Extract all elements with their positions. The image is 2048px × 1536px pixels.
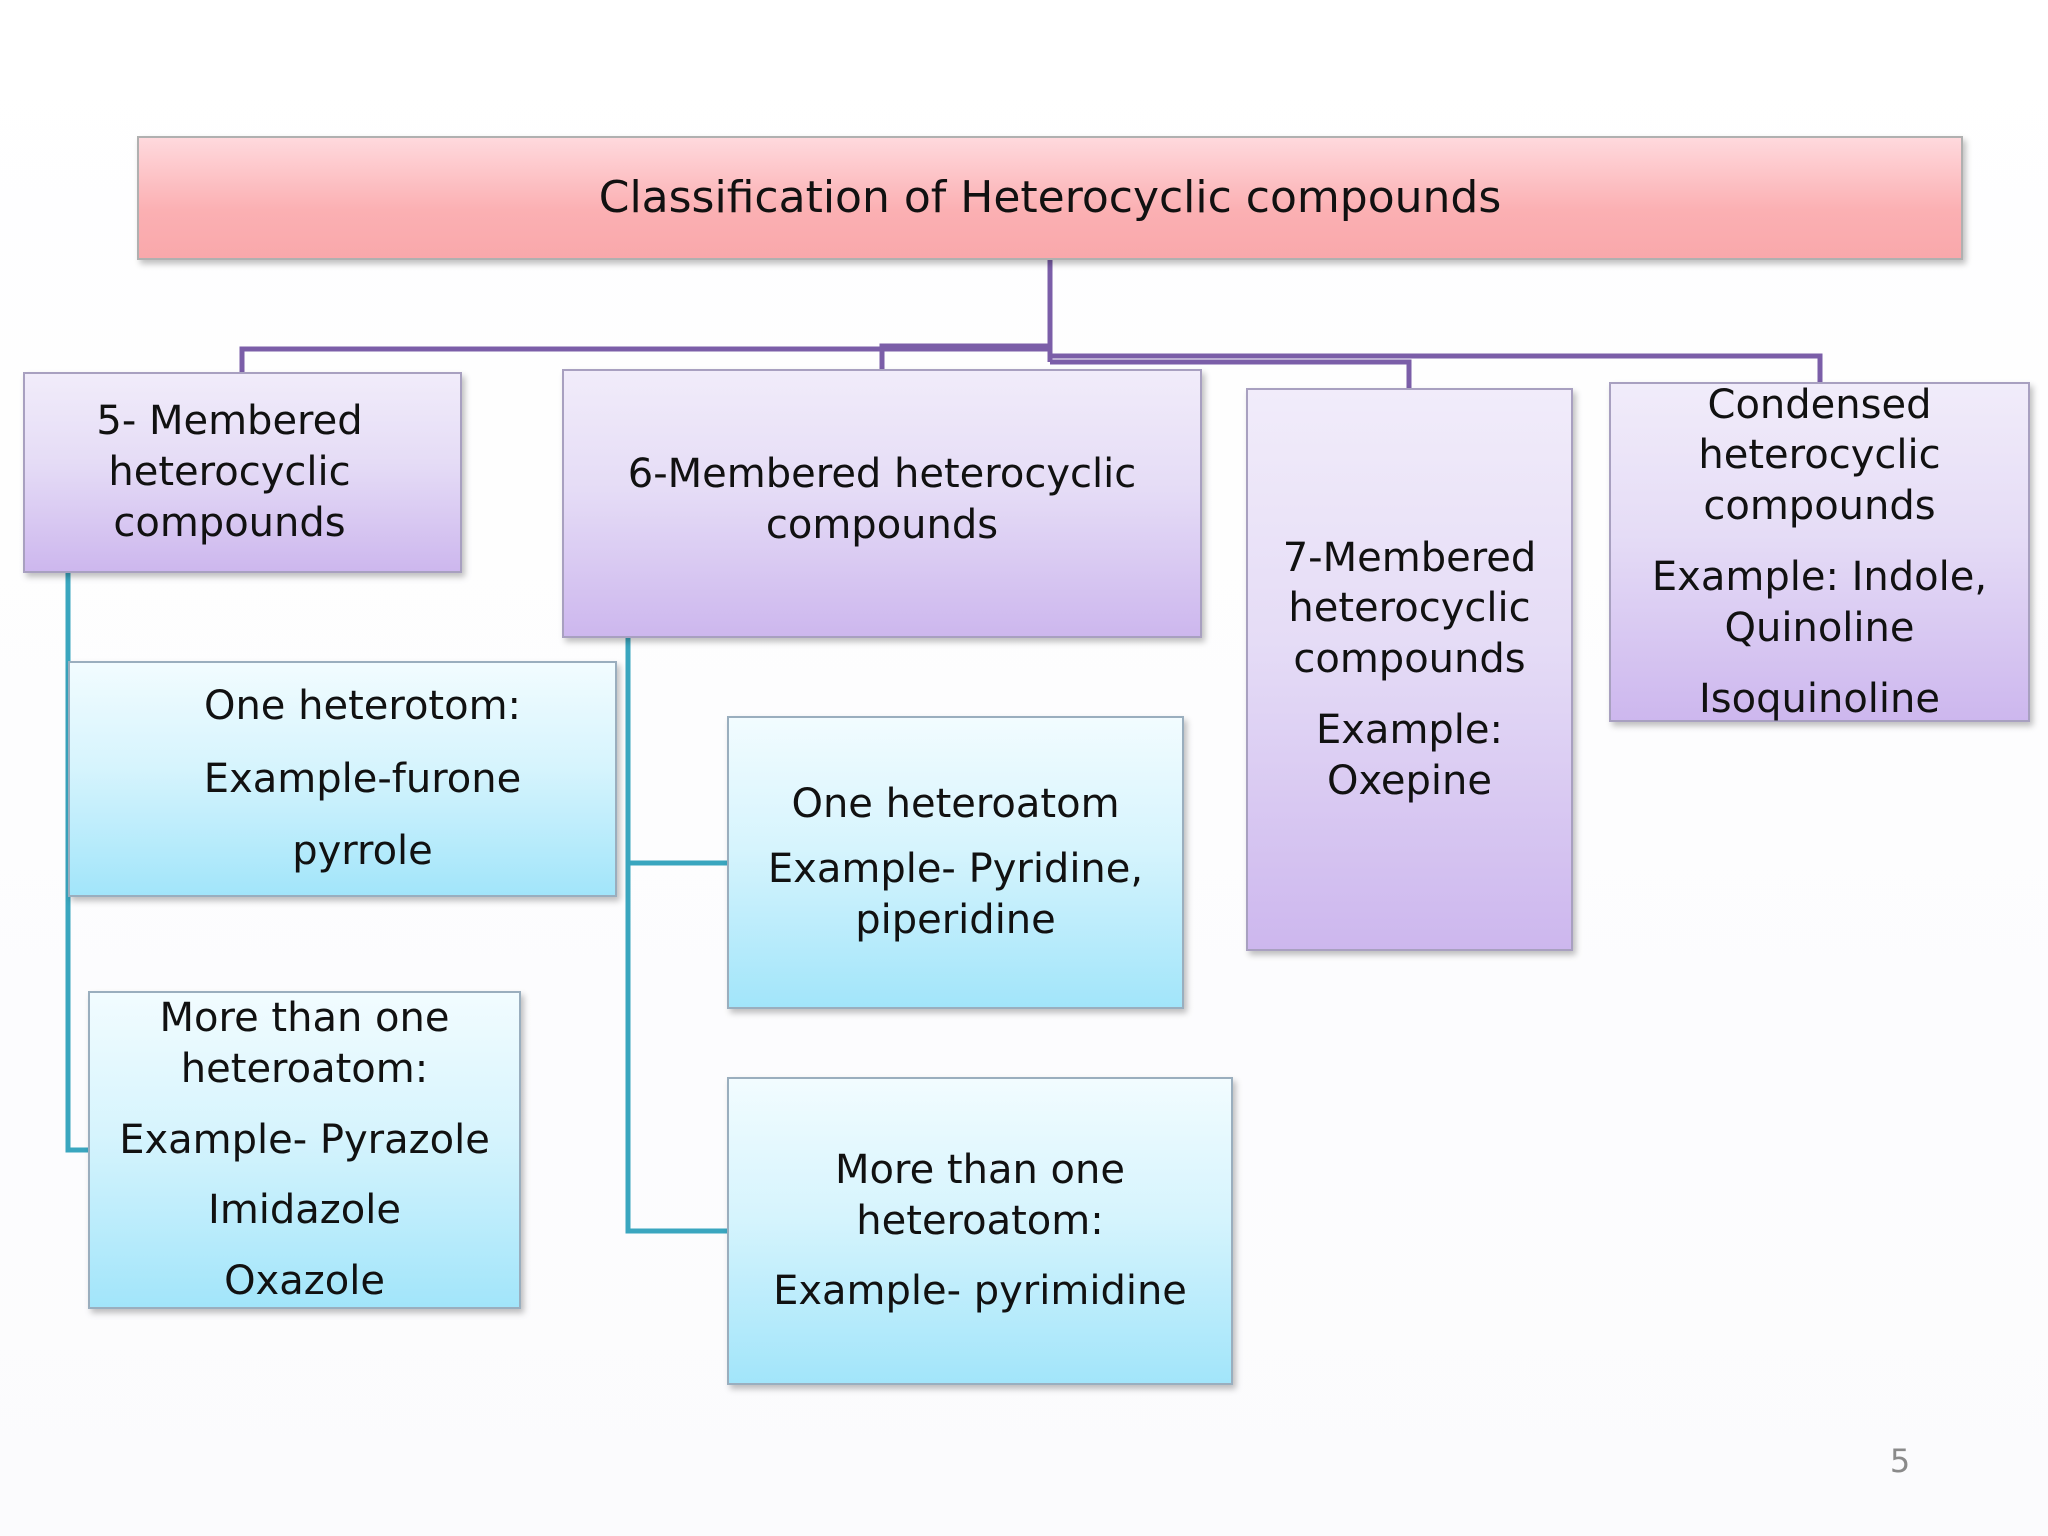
five-one-heteroatom-example-2: pyrrole bbox=[292, 828, 433, 875]
six-one-heteroatom-label: One heteroatom bbox=[791, 781, 1120, 828]
six-more-heteroatom-example: Example- pyrimidine bbox=[773, 1268, 1187, 1315]
five-more-heteroatom-label-line-1: More than one bbox=[159, 995, 450, 1041]
title-box: Classification of Heterocyclic compounds bbox=[137, 136, 1963, 260]
condensed-example-line-2: Quinoline bbox=[1724, 604, 1915, 651]
six-one-heteroatom-box: One heteroatom Example- Pyridine, piperi… bbox=[727, 716, 1184, 1009]
connector-to-condensed bbox=[1050, 353, 1823, 382]
five-more-heteroatom-example-2: Imidazole bbox=[208, 1187, 401, 1234]
five-membered-label-line-1: 5- Membered bbox=[96, 398, 363, 445]
connector-to-6-membered bbox=[879, 343, 1050, 369]
seven-membered-box: 7-Membered heterocyclic compounds Exampl… bbox=[1246, 388, 1573, 951]
diagram-title: Classification of Heterocyclic compounds bbox=[598, 172, 1502, 224]
six-membered-label-line-1: 6-Membered heterocyclic bbox=[627, 451, 1137, 497]
connector-to-5-membered bbox=[239, 346, 1050, 372]
condensed-label-line-1: Condensed bbox=[1707, 381, 1932, 428]
condensed-example-line-1: Example: Indole, bbox=[1651, 554, 1988, 600]
five-membered-label-line-2: heterocyclic bbox=[108, 449, 351, 496]
five-one-heteroatom-box: One heterotom: Example-furone pyrrole bbox=[68, 661, 617, 897]
six-more-heteroatom-box: More than one heteroatom: Example- pyrim… bbox=[727, 1077, 1233, 1385]
seven-membered-example-line-1: Example: bbox=[1315, 706, 1503, 753]
six-membered-label-line-2: compounds bbox=[765, 501, 999, 548]
seven-membered-label-line-3: compounds bbox=[1293, 636, 1526, 683]
five-more-heteroatom-example-1: Example- Pyrazole bbox=[119, 1116, 490, 1163]
five-more-heteroatom-box: More than one heteroatom: Example- Pyraz… bbox=[88, 991, 521, 1309]
six-one-heteroatom-example-2: piperidine bbox=[855, 896, 1056, 943]
five-one-heteroatom-example-1: Example-furone bbox=[203, 755, 522, 802]
condensed-extra-example: Isoquinoline bbox=[1699, 675, 1940, 722]
page-number: 5 bbox=[1889, 1442, 1911, 1480]
five-membered-box: 5- Membered heterocyclic compounds bbox=[23, 372, 462, 573]
five-more-heteroatom-example-3: Oxazole bbox=[224, 1258, 385, 1305]
six-more-heteroatom-label-line-2: heteroatom: bbox=[856, 1197, 1104, 1244]
connector-to-7-membered bbox=[1050, 359, 1412, 388]
seven-membered-label-line-2: heterocyclic bbox=[1288, 585, 1531, 632]
connector-6-trunk bbox=[625, 637, 727, 1234]
seven-membered-example-line-2: Oxepine bbox=[1327, 757, 1492, 804]
six-membered-box: 6-Membered heterocyclic compounds bbox=[562, 369, 1202, 638]
condensed-label-line-3: compounds bbox=[1703, 483, 1936, 530]
condensed-label-line-2: heterocyclic bbox=[1698, 432, 1941, 479]
six-more-heteroatom-label-line-1: More than one bbox=[835, 1146, 1125, 1193]
five-membered-label-line-3: compounds bbox=[113, 499, 346, 546]
seven-membered-label-line-1: 7-Membered bbox=[1282, 534, 1537, 581]
five-one-heteroatom-label: One heterotom: bbox=[203, 682, 522, 729]
six-one-heteroatom-example-1: Example- Pyridine, bbox=[767, 846, 1144, 893]
five-more-heteroatom-label-line-2: heteroatom: bbox=[180, 1045, 429, 1092]
condensed-box: Condensed heterocyclic compounds Example… bbox=[1609, 382, 2030, 722]
